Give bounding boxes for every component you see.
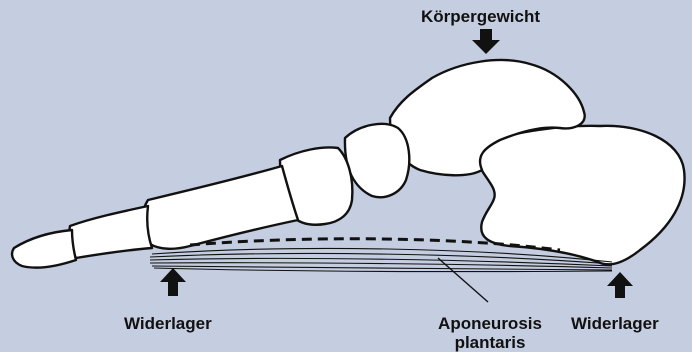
aponeurosis-label-line1: Aponeurosis bbox=[424, 314, 556, 333]
calcaneus-bone bbox=[477, 126, 685, 265]
support-right-label: Widerlager bbox=[571, 314, 659, 333]
plantar-fascia-fibers bbox=[150, 248, 612, 271]
body-weight-label: Körpergewicht bbox=[421, 7, 540, 26]
navicular-bone bbox=[345, 124, 409, 197]
arrow-up-icon bbox=[160, 268, 186, 296]
aponeurosis-label-line2: plantaris bbox=[424, 333, 556, 352]
aponeurosis-label: Aponeurosis plantaris bbox=[424, 314, 556, 352]
support-left-label: Widerlager bbox=[124, 314, 212, 333]
metatarsal-bone bbox=[142, 166, 298, 249]
arrow-down-icon bbox=[472, 29, 500, 54]
arrow-up-icon bbox=[607, 272, 633, 298]
toe-phalanx-bone bbox=[12, 230, 76, 268]
proximal-phalanx-bone bbox=[69, 206, 152, 258]
